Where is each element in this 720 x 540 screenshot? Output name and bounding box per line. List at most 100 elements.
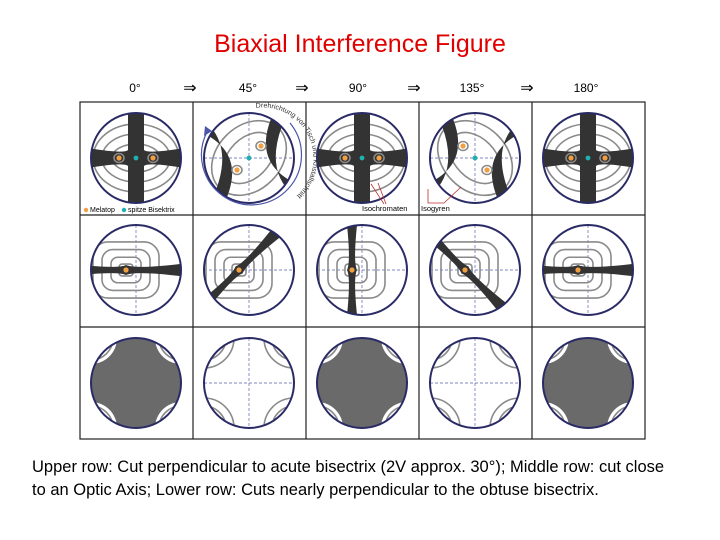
melatop-dot [460, 143, 466, 149]
figure-cell-middle [90, 224, 182, 316]
isochromaten-pointer [377, 182, 387, 205]
rotation-arrowhead [204, 126, 212, 136]
isogyre-field [543, 338, 633, 428]
angle-label-180: 180° [574, 81, 599, 95]
isochrome-ring [543, 405, 566, 428]
isochrome-ring [263, 338, 294, 369]
isochrome-ring [599, 152, 611, 164]
field-of-view-circle [316, 224, 408, 316]
melatop-dot [116, 155, 122, 161]
bisectrix-dot [246, 155, 252, 161]
isochrome-ring [158, 338, 181, 361]
isogyre-field [91, 338, 181, 428]
figure-cell-upper [429, 112, 521, 204]
isochrome-gap [543, 338, 569, 364]
field-of-view-circle [429, 337, 521, 429]
isochrome-ring [147, 152, 159, 164]
melatop-dot [602, 155, 608, 161]
figure-cell-lower [542, 337, 634, 429]
field-of-view-circle [203, 112, 295, 204]
isochrome-ring [430, 405, 453, 428]
isochrome-ring [158, 405, 181, 428]
isogyre-hyperbola [492, 118, 520, 203]
field-of-view-circle [203, 224, 295, 316]
isochrome-ring [489, 397, 520, 428]
figure-cell-middle [316, 224, 408, 316]
isochrome-gap [381, 338, 407, 364]
melatop-legend-dot [83, 207, 89, 213]
figure-cell-upper [542, 112, 634, 204]
isochrome-ring [204, 338, 227, 361]
isochrome-ring [231, 164, 243, 176]
isochrome-ring [271, 405, 294, 428]
isogyren-label: Isogyren [421, 204, 450, 213]
isochrome-ring [384, 338, 407, 361]
figure-caption: Upper row: Cut perpendicular to acute bi… [32, 458, 665, 499]
isochrome-ring [113, 152, 125, 164]
isochrome-ring [231, 263, 247, 277]
isochrome-ring [457, 140, 469, 152]
isochrome-ring [255, 140, 267, 152]
figure-cell-lower [90, 337, 182, 429]
melatop-dot [575, 267, 581, 273]
isogyre-field [317, 338, 407, 428]
isochrome-ring [317, 405, 340, 428]
interference-figure-grid: 0° ⇒ 45° ⇒ 90° ⇒ 135° ⇒ 180° Drehrichtun… [79, 80, 646, 440]
isochrome-ring [271, 338, 294, 361]
field-of-view-circle [90, 112, 182, 204]
isochrome-ring [543, 338, 566, 361]
field-of-view-circle [90, 337, 182, 429]
bisectrix-dot [472, 155, 478, 161]
isochrome-ring [214, 248, 264, 292]
melatop-dot [150, 155, 156, 161]
isochrome-ring [449, 256, 481, 284]
figure-cell-upper [90, 112, 182, 204]
melatop-dot [258, 143, 264, 149]
isochrome-ring [489, 338, 520, 369]
isochrome-ring [384, 405, 407, 428]
isochrome-ring [430, 397, 461, 428]
isochrome-ring [91, 405, 114, 428]
melatop-dot [462, 267, 468, 273]
figure-cell-middle [542, 224, 634, 316]
angle-label-0: 0° [129, 81, 141, 95]
melatop-dot [236, 267, 242, 273]
isochrome-ring [263, 397, 294, 428]
page-title: Biaxial Interference Figure [214, 30, 506, 58]
rotation-arrow: ⇒ [407, 80, 420, 97]
isochrome-ring [497, 405, 520, 428]
melatop-dot [484, 167, 490, 173]
bisektrix-legend-label: spitze Bisektrix [128, 207, 175, 214]
isochrome-ring [373, 152, 385, 164]
angle-header-row: 0° ⇒ 45° ⇒ 90° ⇒ 135° ⇒ 180° [129, 80, 598, 97]
melatop-dot [123, 267, 129, 273]
bisectrix-dot [359, 155, 365, 161]
figure-cell-middle [429, 224, 521, 316]
figure-cell-lower [316, 337, 408, 429]
isochrome-gap [91, 338, 117, 364]
isochrome-ring [430, 338, 453, 361]
bisektrix-legend-dot [121, 207, 127, 213]
angle-label-45: 45° [239, 81, 257, 95]
isochrome-ring [431, 241, 499, 299]
isochrome-ring [457, 263, 473, 277]
isochrome-ring [339, 152, 351, 164]
isochrome-ring [204, 338, 235, 369]
melatop-dot [376, 155, 382, 161]
field-of-view-circle [316, 112, 408, 204]
field-of-view-circle [316, 337, 408, 429]
melatop-legend-label: Melatop [90, 207, 115, 214]
isochromaten-label: Isochromaten [362, 204, 407, 213]
isochrome-ring [317, 338, 340, 361]
isochrome-gap [607, 338, 633, 364]
isochrome-ring [205, 241, 273, 299]
rotation-direction-arc [200, 122, 303, 206]
grid-table [79, 101, 646, 440]
melatop-dot [342, 155, 348, 161]
bisectrix-dot [133, 155, 139, 161]
isochrome-ring [223, 256, 255, 284]
isochrome-ring [204, 397, 235, 428]
figure-cells [90, 112, 634, 429]
isochrome-ring [430, 338, 461, 369]
field-of-view-circle [542, 224, 634, 316]
